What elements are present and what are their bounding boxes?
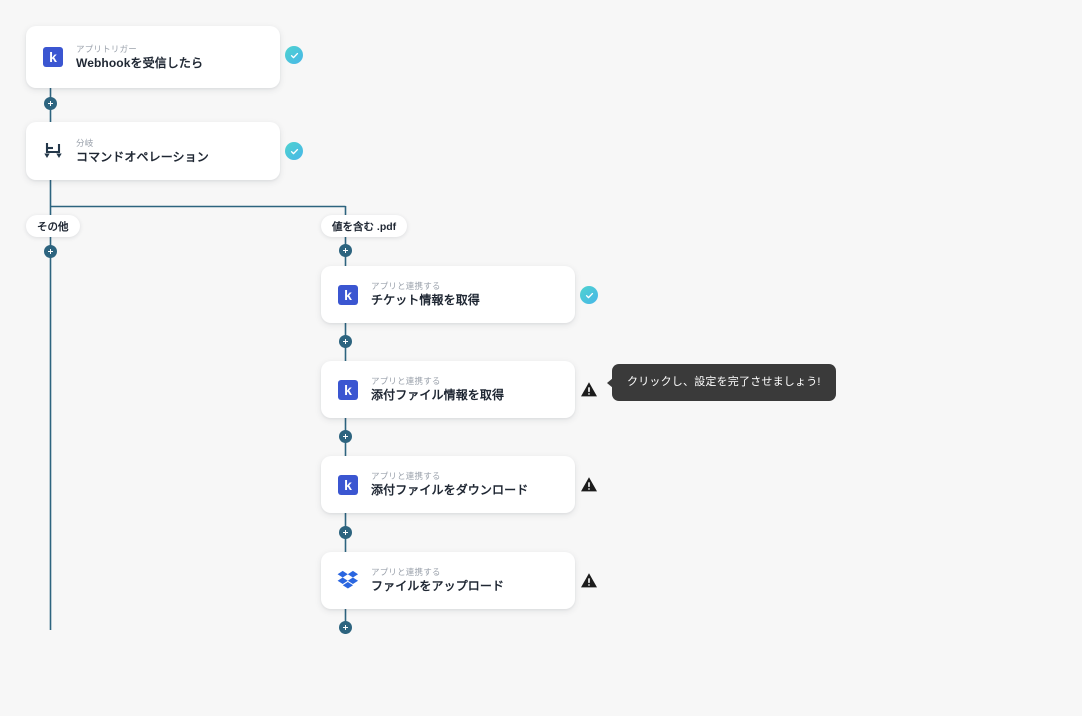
warning-triangle-icon (581, 381, 597, 396)
node-subtitle: アプリトリガー (76, 43, 137, 54)
node-card-trigger[interactable]: k アプリトリガー Webhookを受信したら (26, 26, 280, 88)
kintone-k-icon: k (337, 379, 359, 401)
tooltip-callout: クリックし、設定を完了させましょう! (607, 364, 836, 401)
add-step-button[interactable] (44, 97, 57, 110)
node-subtitle: 分岐 (76, 137, 94, 148)
add-step-button[interactable] (339, 526, 352, 539)
branch-label-text: その他 (37, 220, 69, 233)
node-subtitle: アプリと連携する (371, 471, 441, 481)
branch-label-contains-pdf[interactable]: 値を含む .pdf (321, 215, 408, 237)
node-title: コマンドオペレーション (76, 149, 209, 164)
tooltip-text: クリックし、設定を完了させましょう! (627, 376, 821, 388)
node-card-upload-file[interactable]: アプリと連携する ファイルをアップロード (321, 552, 575, 609)
node-subtitle: アプリと連携する (371, 567, 441, 577)
tooltip-arrow (607, 377, 613, 388)
status-badge-ok[interactable] (285, 142, 303, 160)
status-badge-warning[interactable] (580, 380, 598, 398)
node-card-get-ticket[interactable]: k アプリと連携する チケット情報を取得 (321, 266, 575, 323)
check-icon (290, 148, 298, 154)
status-badge-warning[interactable] (580, 571, 598, 589)
branch-label-other[interactable]: その他 (26, 215, 80, 237)
add-step-button[interactable] (44, 245, 57, 258)
add-step-button[interactable] (339, 335, 352, 348)
add-step-button[interactable] (339, 430, 352, 443)
status-badge-ok[interactable] (580, 286, 598, 304)
kintone-k-icon: k (337, 284, 359, 306)
branch-label-text: 値を含む .pdf (332, 220, 397, 233)
node-subtitle: アプリと連携する (371, 281, 441, 291)
add-step-button[interactable] (339, 621, 352, 634)
add-step-button[interactable] (339, 244, 352, 257)
warning-triangle-icon (581, 572, 597, 587)
node-title: 添付ファイルをダウンロード (371, 483, 529, 497)
check-icon (290, 52, 298, 58)
status-badge-ok[interactable] (285, 46, 303, 64)
node-title: 添付ファイル情報を取得 (371, 388, 505, 402)
node-title: ファイルをアップロード (371, 579, 505, 593)
node-card-get-attachment-info[interactable]: k アプリと連携する 添付ファイル情報を取得 (321, 361, 575, 418)
node-title: Webhookを受信したら (76, 55, 204, 70)
warning-triangle-icon (581, 476, 597, 491)
kintone-k-icon: k (337, 474, 359, 496)
node-card-branch[interactable]: 分岐 コマンドオペレーション (26, 122, 280, 180)
node-subtitle: アプリと連携する (371, 376, 441, 386)
node-title: チケット情報を取得 (371, 293, 480, 307)
dropbox-icon (337, 570, 359, 592)
branch-fork-icon (42, 140, 64, 162)
status-badge-warning[interactable] (580, 475, 598, 493)
node-card-download-attachment[interactable]: k アプリと連携する 添付ファイルをダウンロード (321, 456, 575, 513)
kintone-k-icon: k (42, 46, 64, 68)
check-icon (585, 292, 593, 298)
